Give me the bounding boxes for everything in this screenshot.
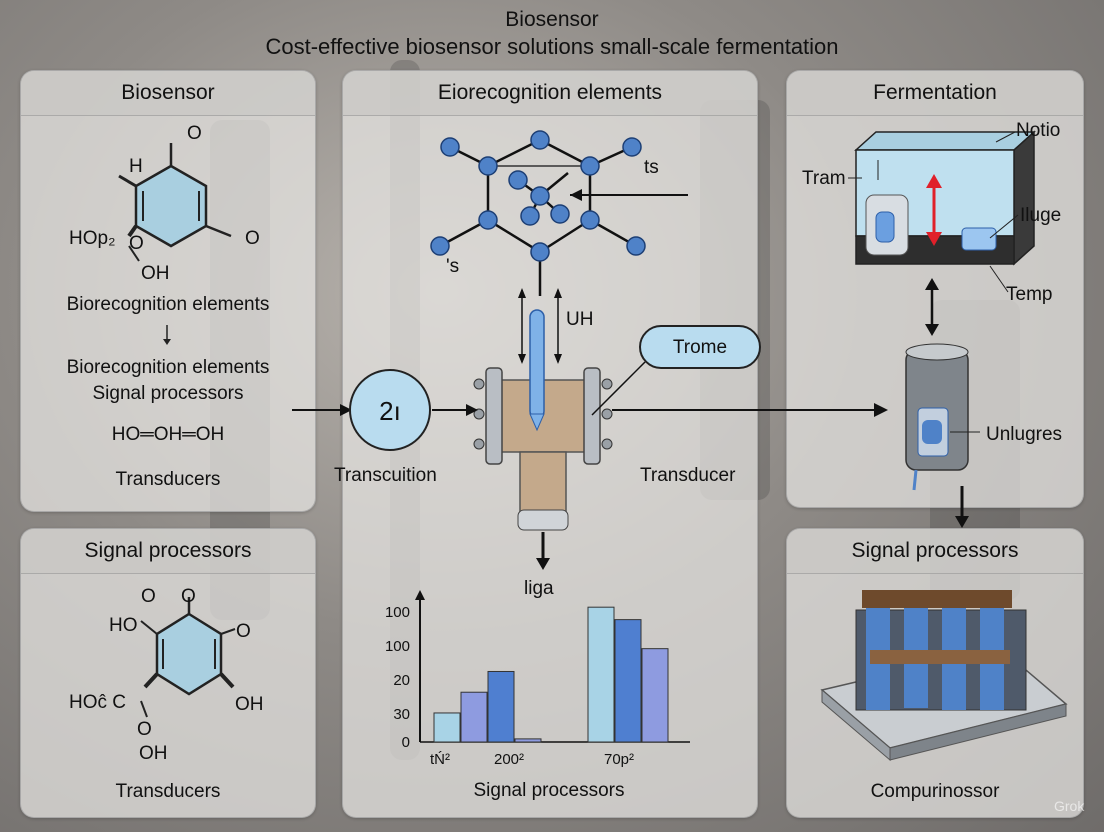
diagram-subtitle: Cost-effective biosensor solutions small… bbox=[265, 34, 839, 59]
panel-signal-processors-left: Signal processors O HO O O HOĉ C OH O OH… bbox=[20, 528, 316, 818]
panel-header-biosensor: Biosensor bbox=[21, 71, 315, 116]
atom-o-right: O bbox=[245, 228, 260, 249]
chart-caption: Signal processors bbox=[473, 780, 625, 801]
atom-hop: HOp₂ bbox=[69, 228, 116, 249]
reactor-tee-icon bbox=[473, 309, 613, 531]
chart-bar bbox=[641, 648, 669, 743]
atom-oh-bot: OH bbox=[139, 743, 168, 764]
atom-oh: OH bbox=[141, 263, 170, 284]
chart-bar bbox=[614, 619, 642, 743]
atom-hoc: HOĉ C bbox=[69, 692, 126, 713]
chart-y-tick: 100 bbox=[385, 638, 410, 655]
bioreactor-cylinder-icon bbox=[905, 343, 980, 491]
atom-nodes bbox=[430, 130, 646, 262]
panel-signal-processors-right: Signal processors Compurinossor bbox=[786, 528, 1084, 818]
chart-x-tick: 70p² bbox=[604, 751, 634, 768]
panel-header-signal-left: Signal processors bbox=[21, 529, 315, 574]
chart-x-tick: tŃ² bbox=[430, 751, 450, 768]
chart-bar bbox=[487, 670, 515, 743]
chart-y-tick: 0 bbox=[402, 734, 410, 751]
chart-bar bbox=[460, 691, 488, 743]
atom-ho: HO bbox=[109, 615, 138, 636]
chart-y-tick: 100 bbox=[385, 604, 410, 621]
label-liga: liga bbox=[524, 578, 554, 599]
label-biorecognition-2: Biorecognition elements bbox=[66, 357, 270, 378]
atom-o-top: O bbox=[141, 586, 156, 607]
signal-bar-chart: 100 100 20 30 0 tŃ² 200² 70p² bbox=[385, 590, 690, 768]
panel-header-signal-right: Signal processors bbox=[787, 529, 1083, 574]
label-trome: Trome bbox=[672, 337, 728, 358]
label-iluge: Iluge bbox=[1020, 205, 1062, 226]
atom-o-right: O bbox=[236, 621, 251, 642]
label-compurinossor: Compurinossor bbox=[870, 781, 1000, 802]
chart-bar bbox=[433, 712, 461, 743]
label-transcuition: Transcuition bbox=[334, 465, 437, 486]
arrow-down-icon bbox=[163, 325, 171, 345]
label-notio: Notio bbox=[1016, 120, 1061, 141]
label-temp: Temp bbox=[1006, 284, 1053, 305]
atom-o-top: O bbox=[187, 123, 202, 144]
atom-s: 's bbox=[446, 256, 460, 277]
panel-header-fermentation: Fermentation bbox=[787, 71, 1083, 116]
atom-o-bot: O bbox=[137, 719, 152, 740]
label-transducers: Transducers bbox=[115, 469, 221, 490]
atom-oh-right: OH bbox=[235, 694, 264, 715]
chart-x-tick: 200² bbox=[494, 751, 524, 768]
molecule-ring-icon bbox=[118, 143, 232, 262]
chart-y-tick: 30 bbox=[393, 706, 410, 723]
chain-hooh: HO═OH═OH bbox=[111, 424, 225, 445]
label-biorecognition-1: Biorecognition elements bbox=[66, 294, 270, 315]
panel-header-center: Eiorecognition elements bbox=[343, 71, 757, 116]
atom-o-mid: O bbox=[129, 233, 144, 254]
watermark-grok: Grok bbox=[1054, 798, 1085, 814]
label-tram: Tram bbox=[802, 168, 846, 189]
molecule-ring-icon bbox=[140, 597, 236, 718]
chart-bar bbox=[514, 738, 542, 743]
chart-y-tick: 20 bbox=[393, 672, 410, 689]
label-unlugres: Unlugres bbox=[986, 424, 1063, 445]
processor-machine-icon bbox=[820, 590, 1068, 762]
label-signal-processors: Signal processors bbox=[92, 383, 244, 404]
diagram-title: Biosensor bbox=[505, 8, 599, 31]
chart-y-axis-arrow bbox=[415, 590, 425, 600]
chart-bar bbox=[587, 606, 615, 743]
panel-biosensor: Biosensor H O HOp₂ O O OH Biorecognition… bbox=[20, 70, 316, 512]
label-circle-2: 2ı bbox=[379, 396, 401, 426]
label-transducers: Transducers bbox=[115, 781, 221, 802]
atom-h: H bbox=[129, 156, 143, 177]
label-uh: UH bbox=[566, 309, 594, 330]
atom-ts: ts bbox=[644, 157, 659, 178]
atom-o-top2: O bbox=[181, 586, 196, 607]
fermentation-tank-icon bbox=[854, 130, 1036, 266]
label-transducer: Transducer bbox=[640, 465, 736, 486]
